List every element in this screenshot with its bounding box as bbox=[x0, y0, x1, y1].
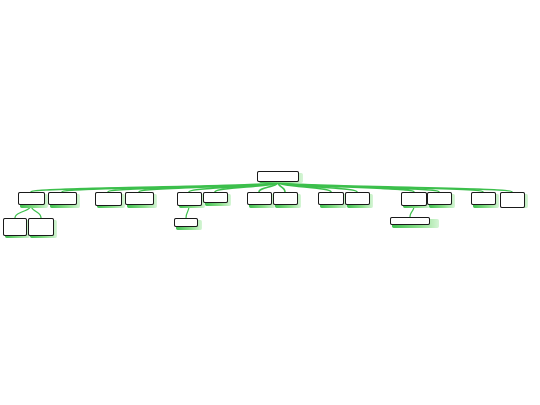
branch-node[interactable] bbox=[318, 192, 344, 205]
branch-node[interactable] bbox=[18, 192, 45, 205]
branch-node[interactable] bbox=[345, 192, 370, 205]
child-node[interactable] bbox=[174, 218, 198, 227]
branch-node[interactable] bbox=[48, 192, 77, 205]
branch-node[interactable] bbox=[95, 192, 122, 206]
connector-line bbox=[214, 181, 279, 193]
child-node[interactable] bbox=[3, 218, 27, 236]
branch-node[interactable] bbox=[500, 192, 525, 208]
branch-node[interactable] bbox=[125, 192, 154, 205]
branch-node[interactable] bbox=[273, 192, 298, 205]
branch-node[interactable] bbox=[177, 192, 202, 206]
child-node[interactable] bbox=[390, 217, 430, 225]
root-node[interactable] bbox=[257, 171, 299, 182]
connector-line bbox=[277, 181, 513, 193]
branch-node[interactable] bbox=[203, 192, 228, 203]
branch-node[interactable] bbox=[401, 192, 427, 206]
branch-node[interactable] bbox=[471, 192, 496, 205]
branch-node[interactable] bbox=[427, 192, 452, 205]
branch-node[interactable] bbox=[247, 192, 272, 205]
child-node[interactable] bbox=[28, 218, 54, 236]
